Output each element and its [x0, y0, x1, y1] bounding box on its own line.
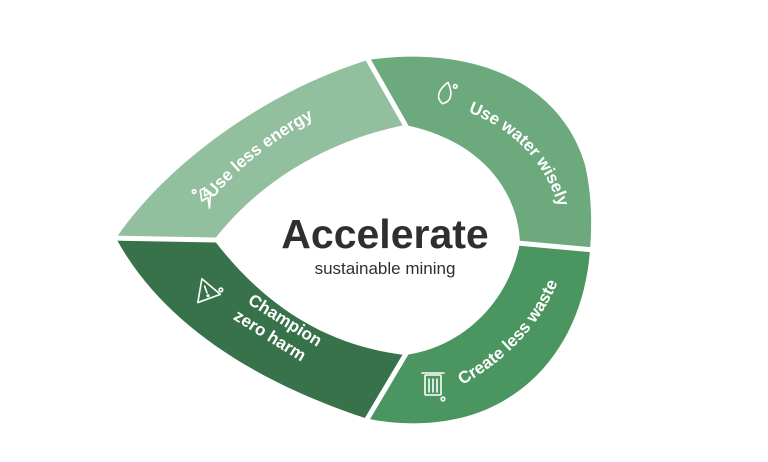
- segment-use-less-energy: [116, 60, 405, 240]
- segment-champion-zero-harm: [116, 238, 405, 418]
- segment-use-water-wisely: [368, 56, 592, 250]
- diagram-subtitle: sustainable mining: [315, 259, 456, 278]
- water-drop-icon: [437, 81, 458, 105]
- diagram-title: Accelerate: [281, 211, 488, 257]
- warning-triangle-icon: [197, 277, 224, 304]
- trash-can-icon: [421, 372, 446, 402]
- segment-create-less-waste: [365, 243, 590, 424]
- lightning-bolt-icon: [191, 187, 212, 209]
- segment-dividers: [109, 54, 595, 423]
